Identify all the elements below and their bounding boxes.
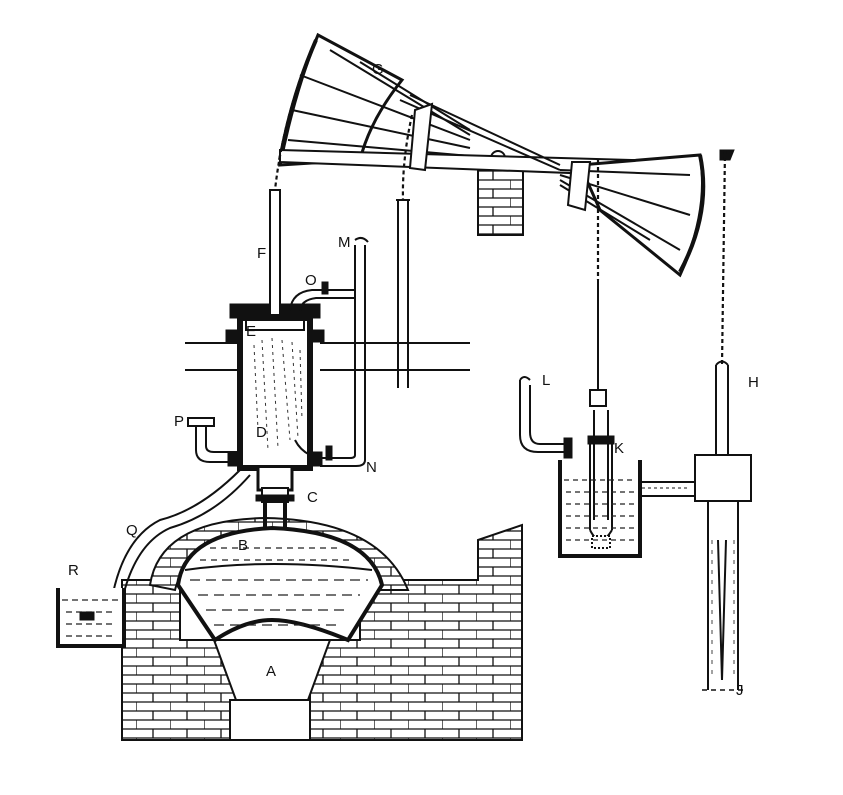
pump-k <box>519 376 695 558</box>
label-q: Q <box>126 522 138 539</box>
label-b: B <box>238 537 248 554</box>
label-d: D <box>256 424 267 441</box>
label-n: N <box>366 459 377 476</box>
great-beam <box>278 32 735 278</box>
label-p: P <box>174 413 184 430</box>
label-m: M <box>338 234 351 251</box>
label-l: L <box>542 372 550 389</box>
label-a: A <box>266 663 276 680</box>
label-j: J <box>736 682 744 699</box>
label-o: O <box>305 272 317 289</box>
label-k: K <box>614 440 624 457</box>
chains <box>273 34 727 366</box>
pipe-p <box>187 417 238 463</box>
label-r: R <box>68 562 79 579</box>
piston-rod <box>269 189 281 316</box>
label-c: C <box>307 489 318 506</box>
auxiliary-rods <box>396 199 607 407</box>
label-g: G <box>372 61 384 78</box>
brick-foundation <box>121 523 523 741</box>
boiler <box>175 525 385 643</box>
injection-pipe <box>289 236 369 467</box>
tank-r <box>56 588 126 648</box>
label-e: E <box>246 323 256 340</box>
label-h: H <box>748 374 759 391</box>
cylinder <box>225 303 325 530</box>
pump-rod-h <box>694 360 752 691</box>
floor-beam <box>185 342 470 371</box>
label-f: F <box>257 245 266 262</box>
